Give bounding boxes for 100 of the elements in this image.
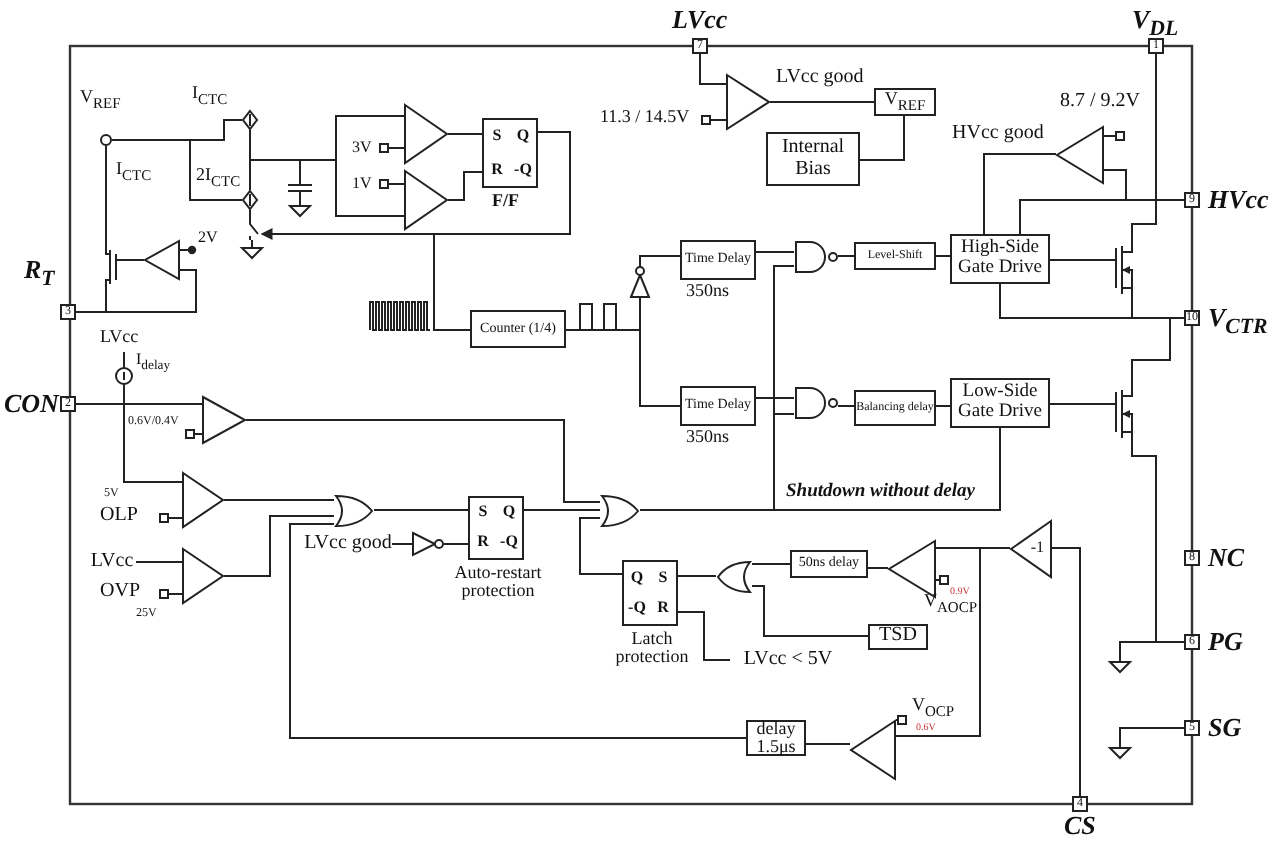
amplifier-symbol <box>1010 520 1052 578</box>
inverter-symbol <box>630 266 650 298</box>
signal-label: LVcc <box>88 550 136 574</box>
wire <box>223 515 335 577</box>
signal-label: I$_{CTC}$ <box>192 84 228 108</box>
wire <box>895 547 1011 737</box>
comparator-symbol <box>144 240 180 280</box>
nand-gate-symbol <box>794 386 838 420</box>
wire <box>677 611 731 661</box>
pin-box <box>1184 634 1200 650</box>
pin-box <box>60 304 76 320</box>
signal-label: 8.7 / 9.2V <box>1060 92 1140 113</box>
wire <box>755 251 795 253</box>
wire <box>565 329 681 407</box>
signal-label: I$_{delay}$ <box>136 352 171 374</box>
comparator-symbol <box>726 74 770 130</box>
wire <box>75 403 183 483</box>
pin-name: CON <box>4 390 59 418</box>
flip-flop-terminal: R <box>657 600 669 617</box>
signal-label: V$_{OCP}$ <box>912 696 955 720</box>
current-source-symbol <box>242 110 258 130</box>
wire <box>111 139 243 201</box>
wire <box>639 255 681 267</box>
block-caption: 1V <box>352 176 372 193</box>
wire <box>447 133 483 135</box>
pin-name: V$_{CTR}$ <box>1208 304 1268 340</box>
wire <box>751 585 869 637</box>
wire <box>260 131 571 240</box>
pin-name: R$_{T}$ <box>24 256 55 292</box>
signal-label: 2I$_{CTC}$ <box>196 166 241 190</box>
signal-label: OLP <box>100 506 138 527</box>
wire <box>579 517 623 575</box>
pin-box <box>60 396 76 412</box>
block-caption: 350ns <box>686 428 730 447</box>
pin-name: V$_{DL}$ <box>1132 6 1179 42</box>
flip-flop-terminal: R <box>477 534 489 552</box>
wire <box>805 743 851 745</box>
wire <box>223 499 335 501</box>
voltage-source-symbol <box>100 134 112 146</box>
pin-name: HVcc <box>1208 186 1269 214</box>
current-source-symbol <box>242 190 258 210</box>
wire <box>245 419 601 503</box>
wire <box>1131 53 1157 241</box>
pin-name: SG <box>1208 714 1242 742</box>
comparator-symbol <box>404 104 448 164</box>
wire <box>769 101 875 103</box>
comparator-symbol <box>888 540 936 598</box>
comparator-symbol <box>404 170 448 230</box>
block-label: 1.5μs <box>756 738 796 757</box>
wire <box>1049 259 1101 261</box>
signal-label: V$_{AOCP}$ <box>924 592 978 616</box>
flip-flop-terminal: S <box>478 504 488 522</box>
function-block <box>766 132 860 186</box>
block-caption: F/F <box>492 192 519 211</box>
wire <box>935 255 951 257</box>
flip-flop-terminal: R <box>491 161 503 178</box>
comparator-symbol <box>1056 126 1104 184</box>
inverter-symbol <box>412 532 444 556</box>
signal-label: HVcc good <box>952 124 1044 145</box>
or-gate-symbol <box>716 560 752 594</box>
wire <box>751 563 791 565</box>
flip-flop-terminal: Q <box>630 569 644 586</box>
block-label: delay <box>756 719 796 738</box>
pin-box <box>1072 796 1088 812</box>
block-label: V$_{REF}$ <box>884 90 926 114</box>
flip-flop-terminal: S <box>658 569 668 586</box>
signal-label: 2V <box>198 230 218 247</box>
mosfet-symbol <box>100 246 124 288</box>
function-block <box>854 390 936 426</box>
pin-box <box>1148 38 1164 54</box>
wire <box>935 405 951 407</box>
block-label: High-Side Gate Drive <box>956 239 1044 279</box>
pin-name: NC <box>1208 544 1245 572</box>
function-block <box>470 310 566 348</box>
pin-box <box>1184 550 1200 566</box>
block-caption: 3V <box>352 140 372 157</box>
signal-label: OVP <box>100 582 141 603</box>
block-caption: 11.3 / 14.5V <box>600 108 690 127</box>
wire <box>75 287 107 313</box>
wire <box>289 523 747 739</box>
signal-label: V$_{REF}$ <box>80 88 121 112</box>
signal-label: LVcc good <box>776 68 864 89</box>
wire <box>755 397 795 399</box>
comparator-symbol <box>850 720 896 780</box>
flip-flop-terminal: -Q <box>628 600 646 617</box>
signal-label: LVcc good <box>304 530 392 558</box>
nand-gate-symbol <box>794 240 838 274</box>
function-block <box>854 242 936 270</box>
comparator-symbol <box>182 548 224 604</box>
pin-box <box>692 38 708 54</box>
flip-flop-terminal: S <box>492 128 502 145</box>
wire <box>639 427 1001 511</box>
flip-flop-terminal: Q <box>502 504 516 522</box>
capacitor-symbol <box>288 180 312 196</box>
block-label: Internal Bias <box>779 138 847 180</box>
pin-box <box>1184 720 1200 736</box>
pin-name: LVcc <box>672 6 728 34</box>
wire <box>999 283 1185 319</box>
flip-flop-terminal: Q <box>516 128 530 145</box>
amplifier-gain: -1 <box>1030 540 1044 558</box>
